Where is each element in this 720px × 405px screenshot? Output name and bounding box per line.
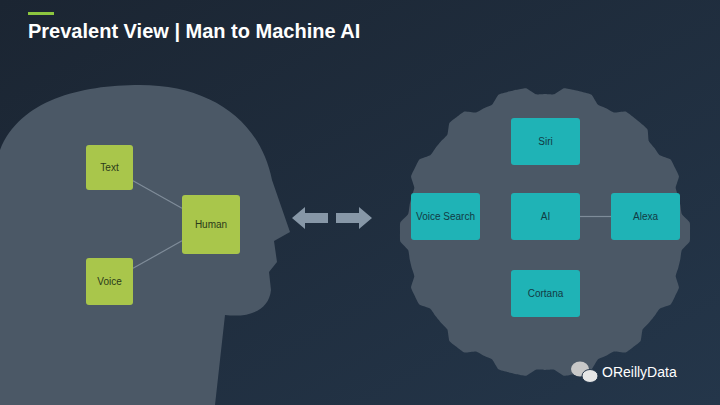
left-arrow xyxy=(292,207,328,229)
node-label: Alexa xyxy=(633,211,658,223)
node-label: Voice Search xyxy=(416,211,475,223)
process-box: Text xyxy=(86,145,133,190)
head-silhouette xyxy=(0,85,290,405)
process-box: Siri xyxy=(511,118,580,165)
right-arrow xyxy=(336,207,372,229)
slide-title: Prevalent View | Man to Machine AI xyxy=(28,20,360,43)
connector xyxy=(133,181,182,209)
connector xyxy=(133,241,182,269)
machine-gear xyxy=(400,88,690,376)
process-box: AI xyxy=(511,193,580,240)
node-label: Voice xyxy=(97,276,121,288)
connector xyxy=(580,216,611,217)
process-box: Cortana xyxy=(511,270,580,317)
accent-bar xyxy=(28,12,54,15)
process-box: Human xyxy=(182,195,240,254)
process-box: Alexa xyxy=(611,193,680,240)
node-label: Siri xyxy=(538,136,552,148)
process-box: Voice Search xyxy=(411,193,480,240)
process-box: Voice xyxy=(86,258,133,305)
node-label: AI xyxy=(541,211,550,223)
node-label: Text xyxy=(100,162,118,174)
node-label: Human xyxy=(195,219,227,231)
watermark: OReillyData xyxy=(602,364,677,380)
wechat-icon xyxy=(571,362,598,383)
node-label: Cortana xyxy=(528,288,564,300)
